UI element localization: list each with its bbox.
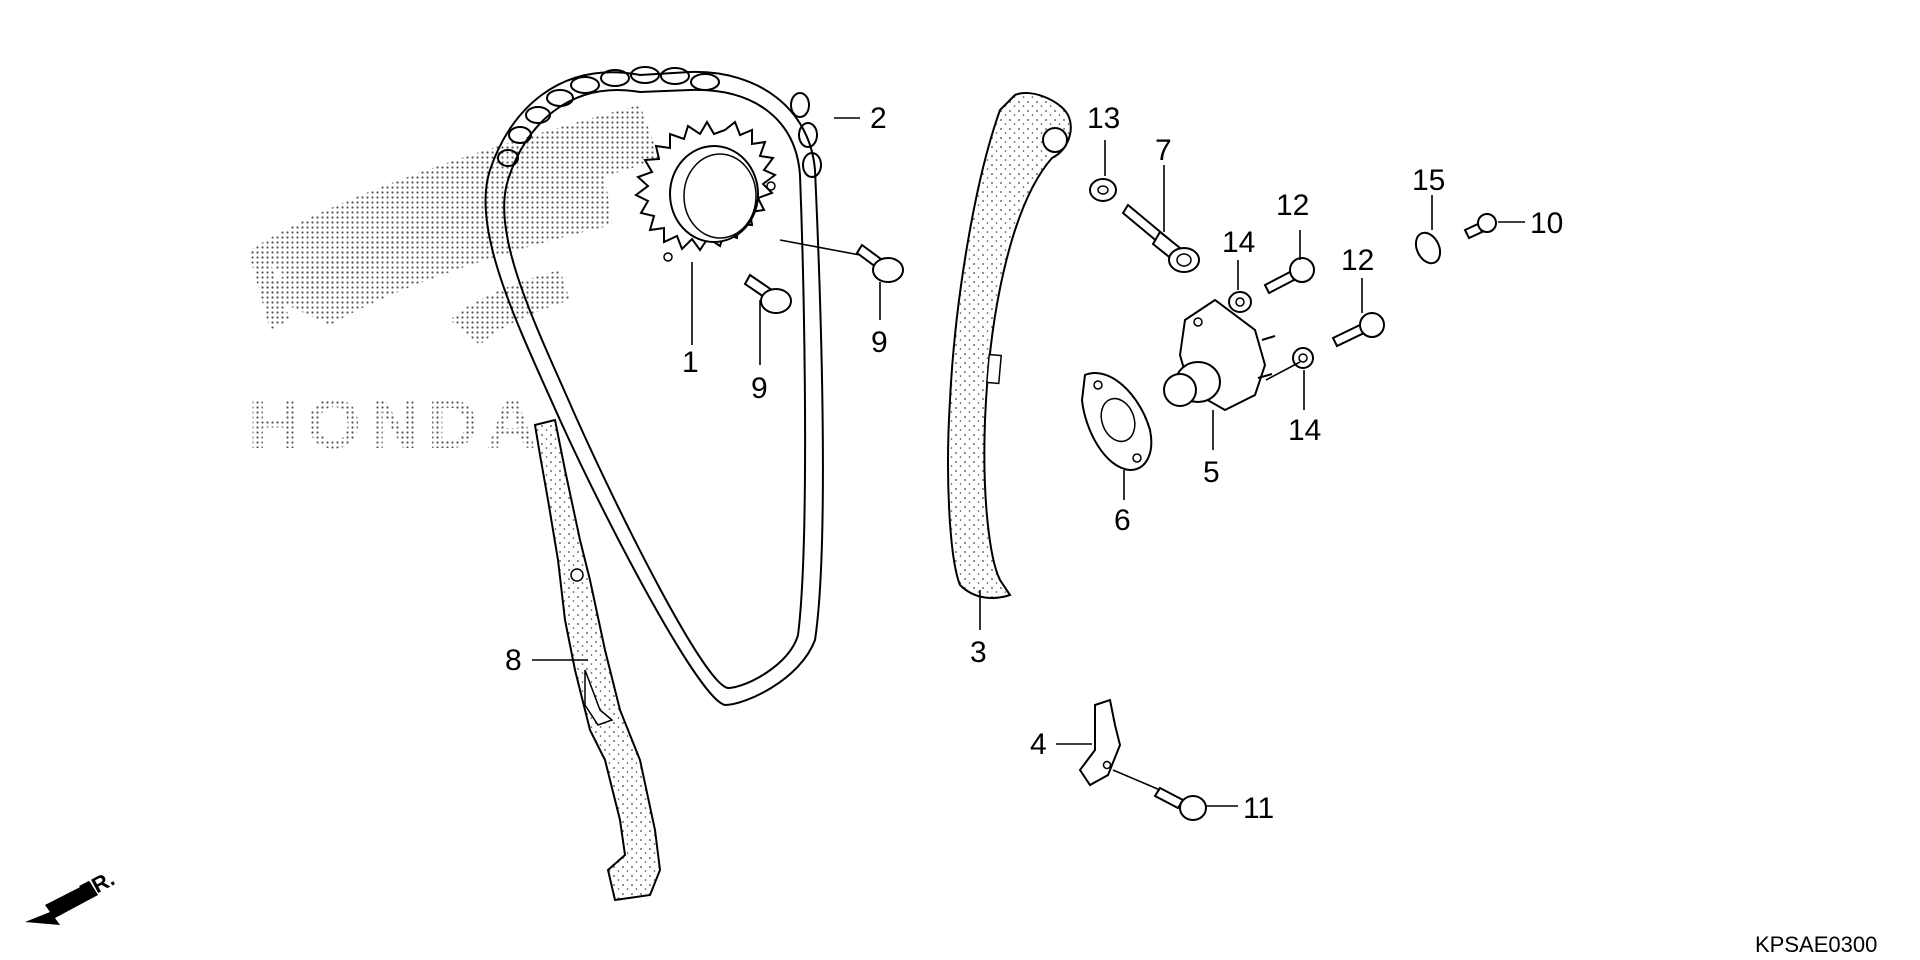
sprocket-bolt-9-left [743, 273, 792, 314]
callout-8: 8 [505, 644, 522, 677]
honda-watermark-text: HONDA [248, 385, 545, 463]
sealing-bolt-10 [1463, 213, 1497, 240]
callout-13: 13 [1087, 102, 1120, 135]
tensioner-lifter [1163, 298, 1276, 412]
callout-6: 6 [1114, 504, 1131, 537]
lifter-bolt-12-lower [1331, 312, 1385, 348]
callout-9-left: 9 [751, 372, 768, 405]
callout-3: 3 [970, 636, 987, 669]
callout-5: 5 [1203, 456, 1220, 489]
sprocket-bolt-9-right [855, 243, 904, 283]
callout-12-lower: 12 [1341, 244, 1374, 277]
chain-guide [533, 418, 662, 902]
washer-13 [1089, 178, 1117, 202]
callout-14-lower: 14 [1288, 414, 1321, 447]
diagram-code: KPSAE0300 [1755, 932, 1877, 957]
front-arrow-icon [25, 882, 98, 925]
callout-11: 11 [1243, 792, 1274, 825]
lifter-bolt-12-upper [1263, 257, 1315, 295]
pivot-bolt-7 [1121, 203, 1200, 273]
callout-14-upper: 14 [1222, 226, 1255, 259]
callout-9-right: 9 [871, 326, 888, 359]
leader-lines [532, 117, 1525, 807]
callout-7: 7 [1155, 134, 1172, 167]
tensioner-arm [947, 91, 1072, 599]
honda-wing-icon [248, 105, 660, 345]
washer-14-upper [1228, 291, 1252, 313]
callout-4: 4 [1030, 728, 1047, 761]
callout-2: 2 [870, 102, 887, 135]
callout-15: 15 [1412, 164, 1445, 197]
cam-sprocket [634, 120, 777, 262]
o-ring-15 [1414, 231, 1442, 265]
tensioner-gasket [1080, 372, 1153, 472]
callout-12-upper: 12 [1276, 189, 1309, 222]
callout-1: 1 [682, 346, 699, 379]
guide-bracket-4 [1078, 698, 1122, 787]
callout-10: 10 [1530, 207, 1563, 240]
cam-chain [484, 66, 824, 707]
bracket-bolt-11 [1153, 786, 1207, 821]
